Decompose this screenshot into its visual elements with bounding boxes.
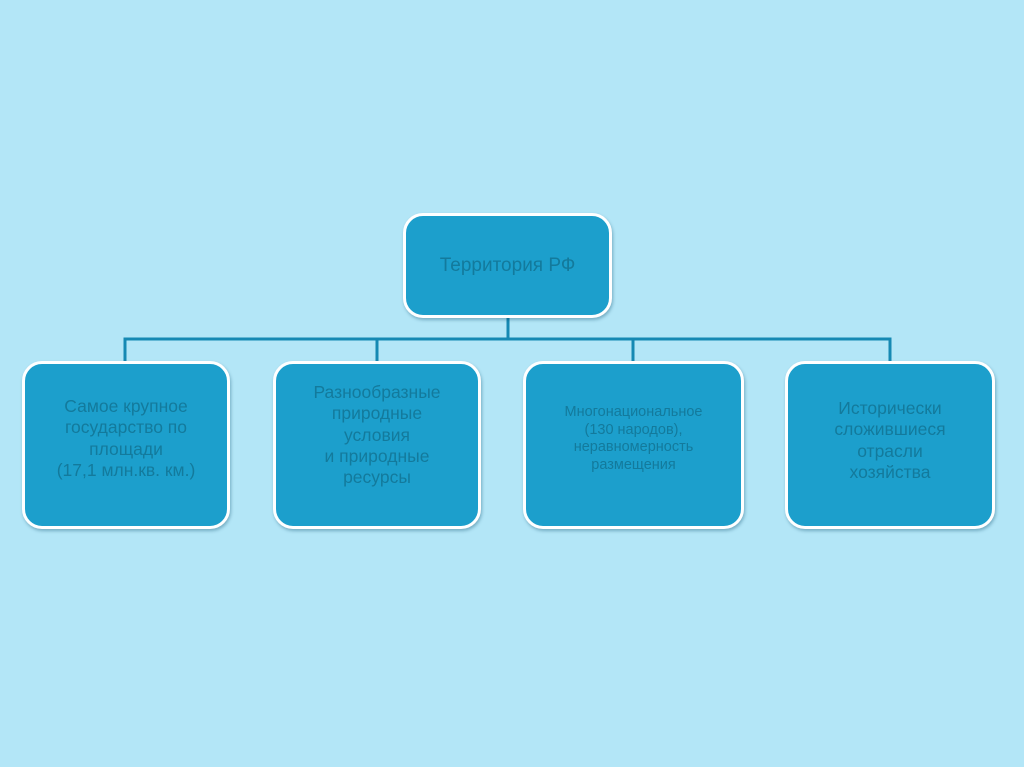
child-node-3-line-4: размещения: [591, 457, 676, 474]
child-node-3-line-3: неравномерность: [573, 439, 694, 456]
child-node-multinational: Многонациональное (130 народов), неравно…: [523, 361, 744, 529]
child-node-4-line-3: отрасли: [857, 440, 923, 461]
child-node-2-line-1: Разнообразные: [313, 382, 441, 402]
child-node-4-line-1: Исторически: [838, 398, 942, 418]
child-node-2-line-3: условия: [344, 424, 410, 445]
child-node-2-line-2: природные: [331, 403, 423, 424]
child-node-3-line-1: Многонациональное: [564, 404, 703, 420]
child-node-3-line-2: (130 народов),: [584, 421, 683, 438]
child-node-2-line-5: ресурсы: [343, 467, 411, 488]
child-node-historical-industries: Исторически сложившиеся отрасли хозяйств…: [785, 361, 995, 529]
child-node-natural-conditions: Разнообразные природные условия и природ…: [273, 361, 481, 529]
child-node-2-line-4: и природные: [324, 446, 430, 467]
child-node-1-line-4: (17,1 млн.кв. км.): [56, 460, 196, 481]
child-node-largest-state: Самое крупное государство по площади (17…: [22, 361, 230, 529]
root-node-label: Территория РФ: [439, 254, 576, 276]
child-node-1-line-1: Самое крупное: [64, 396, 188, 416]
child-node-1-line-2: государство по: [65, 417, 187, 438]
child-node-4-line-2: сложившиеся: [834, 419, 946, 440]
root-node: Территория РФ: [403, 213, 612, 318]
child-node-4-line-4: хозяйства: [849, 462, 931, 483]
child-node-1-line-3: площади: [89, 438, 163, 459]
